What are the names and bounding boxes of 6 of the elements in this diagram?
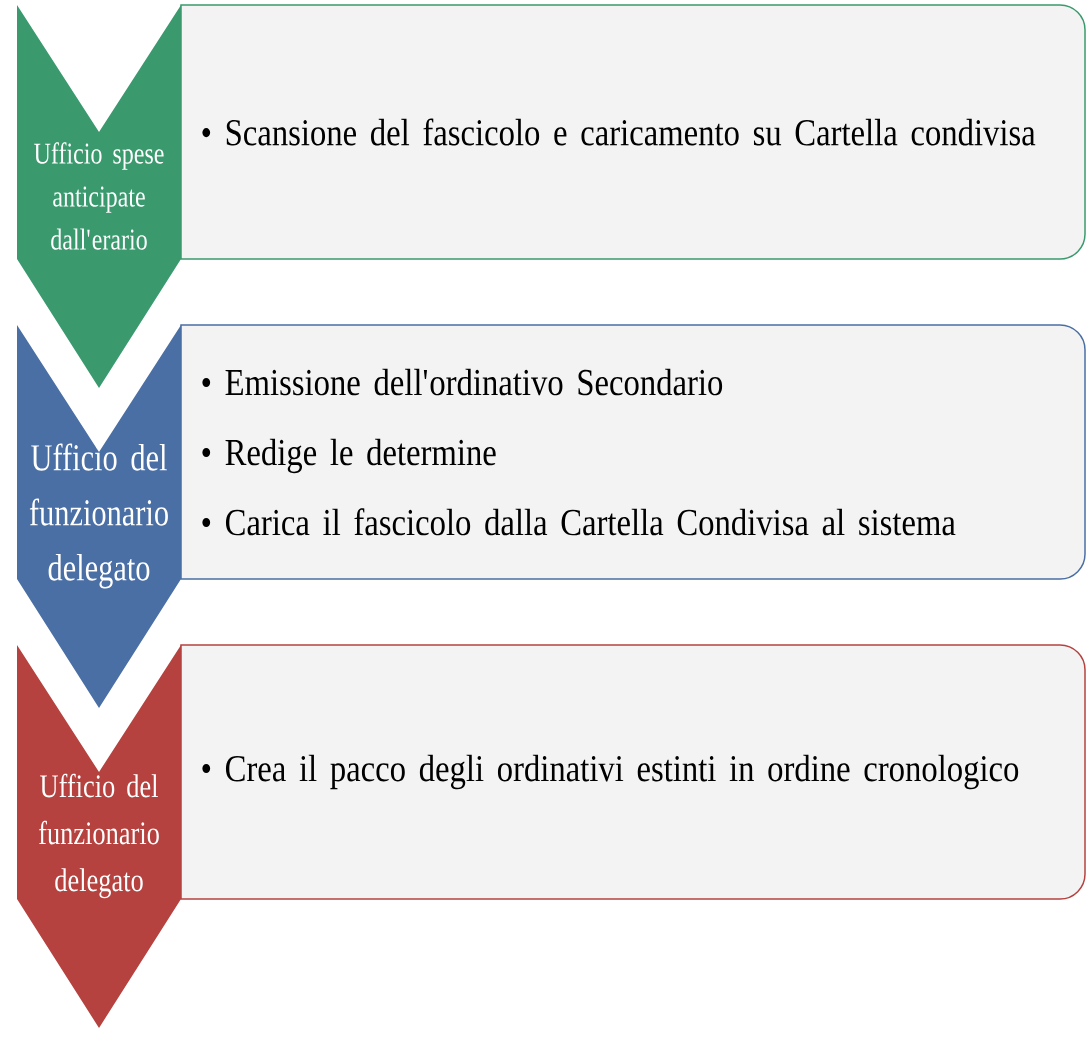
step-banner: Ufficio del funzionario delegato xyxy=(17,645,181,1028)
step-box: • Emissione dell'ordinativo Secondario • Redige le determine • Carica il fascicolo dalla Cartella Condivisa al sistema xyxy=(180,324,1086,580)
step-box: • Scansione del fascicolo e caricamento su Cartella condivisa xyxy=(180,4,1086,260)
step-banner: Ufficio spese anticipate dall'erario xyxy=(17,5,181,388)
step-box: • Crea il pacco degli ordinativi estinti in ordine cronologico xyxy=(180,644,1086,900)
step-banner: Ufficio del funzionario delegato xyxy=(17,325,181,708)
